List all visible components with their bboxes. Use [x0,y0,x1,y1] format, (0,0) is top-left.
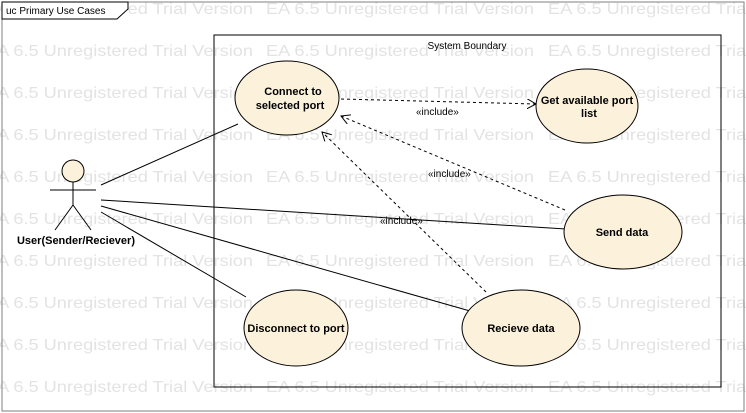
watermark-text: EA 6.5 Unregistered Trial Version [548,1,746,18]
usecase-receive-label: Recieve data [487,323,555,335]
frame-title-tab [1,1,129,20]
watermark-text: EA 6.5 Unregistered Trial Version [266,253,534,270]
usecase-disconnect-label: Disconnect to port [247,323,345,335]
usecase-send[interactable]: Send data [563,194,683,270]
actor-stick-figure[interactable] [50,159,96,231]
include-label-1: «include» [416,107,459,118]
watermark-text: EA 6.5 Unregistered Trial Version [0,85,253,102]
include-receive-connect [322,132,487,293]
actor-left-leg [54,204,74,231]
watermark-text: EA 6.5 Unregistered Trial Version [0,43,253,60]
associations [100,123,567,312]
usecase-get-ports[interactable]: Get available port list [535,68,639,144]
usecase-receive-shape [461,289,581,367]
assoc-send [100,199,567,230]
include-relations [322,98,566,293]
watermark-text: EA 6.5 Unregistered Trial Version [548,337,746,354]
usecase-get-ports-line2: list [581,108,597,120]
watermark-text: EA 6.5 Unregistered Trial Version [266,127,534,144]
include-send-connect [341,116,566,211]
usecase-send-label: Send data [596,227,649,239]
watermark-text: EA 6.5 Unregistered Trial Version [0,211,253,228]
watermark-text: EA 6.5 Unregistered Trial Version [548,295,746,312]
watermark-text: EA 6.5 Unregistered Trial Version [548,169,746,186]
watermark-text: EA 6.5 Unregistered Trial Version [0,127,253,144]
include-connect-getports [340,98,536,104]
usecase-disconnect-shape [243,289,349,367]
actor-name: User(Sender/Reciever) [17,235,135,247]
usecase-get-ports-line1: Get available port [541,95,634,107]
assoc-connect [100,123,239,186]
system-boundary [213,34,722,388]
watermark-text: EA 6.5 Unregistered Trial Version [0,379,253,396]
actor-right-leg [72,204,92,231]
usecase-receive[interactable]: Recieve data [461,289,581,367]
usecase-send-shape [563,194,683,270]
watermark-text: EA 6.5 Unregistered Trial Version [0,253,253,270]
usecase-connect-shape [234,60,340,136]
actor-head [61,159,85,183]
watermark-text: EA 6.5 Unregistered Trial Version [266,211,534,228]
watermark-text: EA 6.5 Unregistered Trial Version [548,43,746,60]
include-label-2: «include» [428,169,471,180]
watermark-text: EA 6.5 Unregistered Trial Version [0,337,253,354]
system-boundary-label: System Boundary [428,41,507,52]
watermark-text: EA 6.5 Unregistered Trial Version [266,169,534,186]
usecase-get-ports-shape [535,68,639,144]
usecase-connect[interactable]: Connect to selected port [234,60,340,136]
usecase-connect-line2: selected port [256,100,325,112]
assoc-disconnect [100,211,247,298]
usecase-disconnect[interactable]: Disconnect to port [243,289,349,367]
assoc-receive [100,205,471,312]
include-label-3: «include» [380,216,423,227]
watermark-text: EA 6.5 Unregistered Trial Version [266,43,534,60]
watermark-text: EA 6.5 Unregistered Trial Version [0,169,253,186]
watermark-text: EA 6.5 Unregistered Trial Version [0,295,253,312]
usecase-connect-line1: Connect to [264,86,322,98]
frame-title: uc Primary Use Cases [6,6,105,17]
watermark-text: EA 6.5 Unregistered Trial Version [266,1,534,18]
